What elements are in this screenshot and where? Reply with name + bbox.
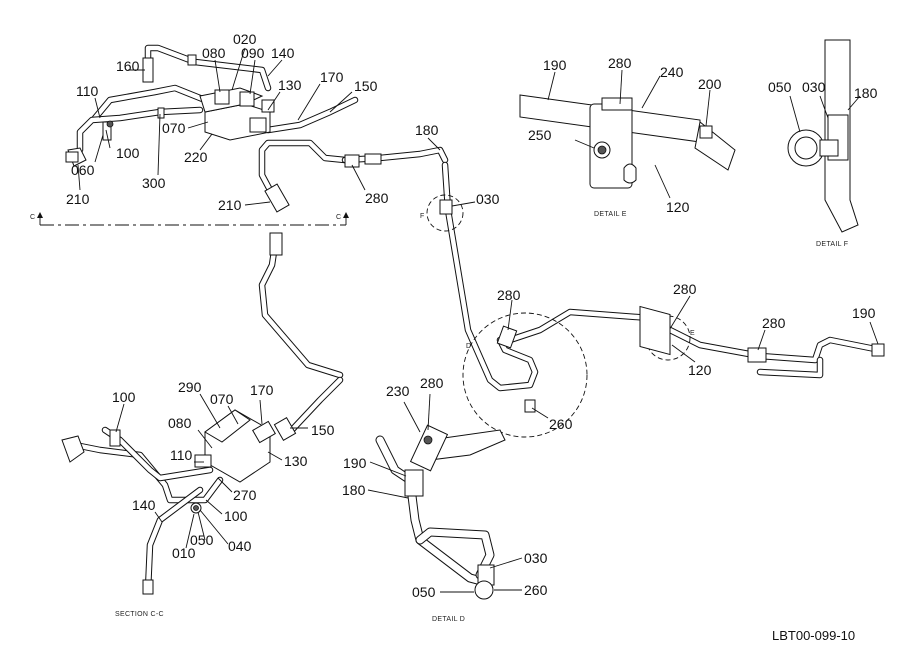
callout-280-d: 280 xyxy=(497,287,521,303)
detail-marker-e: E xyxy=(690,330,695,337)
callout-150: 150 xyxy=(354,78,378,94)
caption-detail-e: DETAIL E xyxy=(594,211,627,218)
caption-detail-d: DETAIL D xyxy=(432,616,465,623)
callout-d-050: 050 xyxy=(412,584,436,600)
callout-160: 160 xyxy=(116,58,140,74)
section-marker-c-right: C xyxy=(336,214,341,221)
callout-e-240: 240 xyxy=(660,64,684,80)
callout-d-180: 180 xyxy=(342,482,366,498)
callout-s-070: 070 xyxy=(210,391,234,407)
section-cc-illustration xyxy=(61,232,344,595)
callout-labels: 020 080 090 140 160 110 130 170 150 070 … xyxy=(66,31,878,600)
callout-s-170: 170 xyxy=(250,382,274,398)
callout-s-140: 140 xyxy=(132,497,156,513)
captions: DETAIL E DETAIL F DETAIL D SECTION C-C L… xyxy=(115,211,855,643)
callout-e-250: 250 xyxy=(528,127,552,143)
detail-f-illustration xyxy=(787,39,859,233)
callout-s-050: 050 xyxy=(190,532,214,548)
detail-marker-f: F xyxy=(420,213,425,220)
detail-marker-d: D xyxy=(466,343,471,350)
callout-e-190: 190 xyxy=(543,57,567,73)
main-pipe-run: F D E xyxy=(420,161,885,438)
callout-220: 220 xyxy=(184,149,208,165)
callout-e-280: 280 xyxy=(608,55,632,71)
callout-d-260: 260 xyxy=(524,582,548,598)
callout-s-040: 040 xyxy=(228,538,252,554)
callout-120-right: 120 xyxy=(688,362,712,378)
callout-d-190: 190 xyxy=(343,455,367,471)
detail-e-illustration xyxy=(519,94,736,356)
callout-210-left: 210 xyxy=(66,191,90,207)
callout-180-mid: 180 xyxy=(415,122,439,138)
callout-030-mid: 030 xyxy=(476,191,500,207)
callout-f-030: 030 xyxy=(802,79,826,95)
callout-080: 080 xyxy=(202,45,226,61)
section-line-c: C C xyxy=(30,212,349,226)
callout-260-right: 260 xyxy=(549,416,573,432)
callout-060: 060 xyxy=(71,162,95,178)
callout-280-right: 280 xyxy=(762,315,786,331)
callout-s-150: 150 xyxy=(311,422,335,438)
callout-d-030: 030 xyxy=(524,550,548,566)
callout-110: 110 xyxy=(76,83,99,99)
callout-190-right: 190 xyxy=(852,305,876,321)
callout-d-280: 280 xyxy=(420,375,444,391)
callout-130: 130 xyxy=(278,77,302,93)
callout-140: 140 xyxy=(271,45,295,61)
top-valve-assembly xyxy=(65,44,449,213)
callout-d-230: 230 xyxy=(386,383,410,399)
callout-s-100b: 100 xyxy=(224,508,248,524)
callout-f-180: 180 xyxy=(854,85,878,101)
callout-280-top: 280 xyxy=(365,190,389,206)
callout-e-120: 120 xyxy=(666,199,690,215)
callout-210-right: 210 xyxy=(218,197,242,213)
callout-020: 020 xyxy=(233,31,257,47)
callout-280-e: 280 xyxy=(673,281,697,297)
callout-s-130: 130 xyxy=(284,453,308,469)
callout-s-290: 290 xyxy=(178,379,202,395)
callout-300: 300 xyxy=(142,175,166,191)
callout-f-050: 050 xyxy=(768,79,792,95)
callout-s-100: 100 xyxy=(112,389,136,405)
callout-s-270: 270 xyxy=(233,487,257,503)
callout-090: 090 xyxy=(241,45,265,61)
callout-070: 070 xyxy=(162,120,186,136)
caption-detail-f: DETAIL F xyxy=(816,241,848,248)
drawing-code: LBT00-099-10 xyxy=(772,628,855,643)
callout-170: 170 xyxy=(320,69,344,85)
callout-s-110: 110 xyxy=(170,447,193,463)
callout-100: 100 xyxy=(116,145,140,161)
detail-d-illustration xyxy=(375,424,506,600)
callout-s-080: 080 xyxy=(168,415,192,431)
caption-section-cc: SECTION C-C xyxy=(115,611,164,618)
callout-s-010: 010 xyxy=(172,545,196,561)
section-marker-c-left: C xyxy=(30,214,35,221)
callout-e-200: 200 xyxy=(698,76,722,92)
